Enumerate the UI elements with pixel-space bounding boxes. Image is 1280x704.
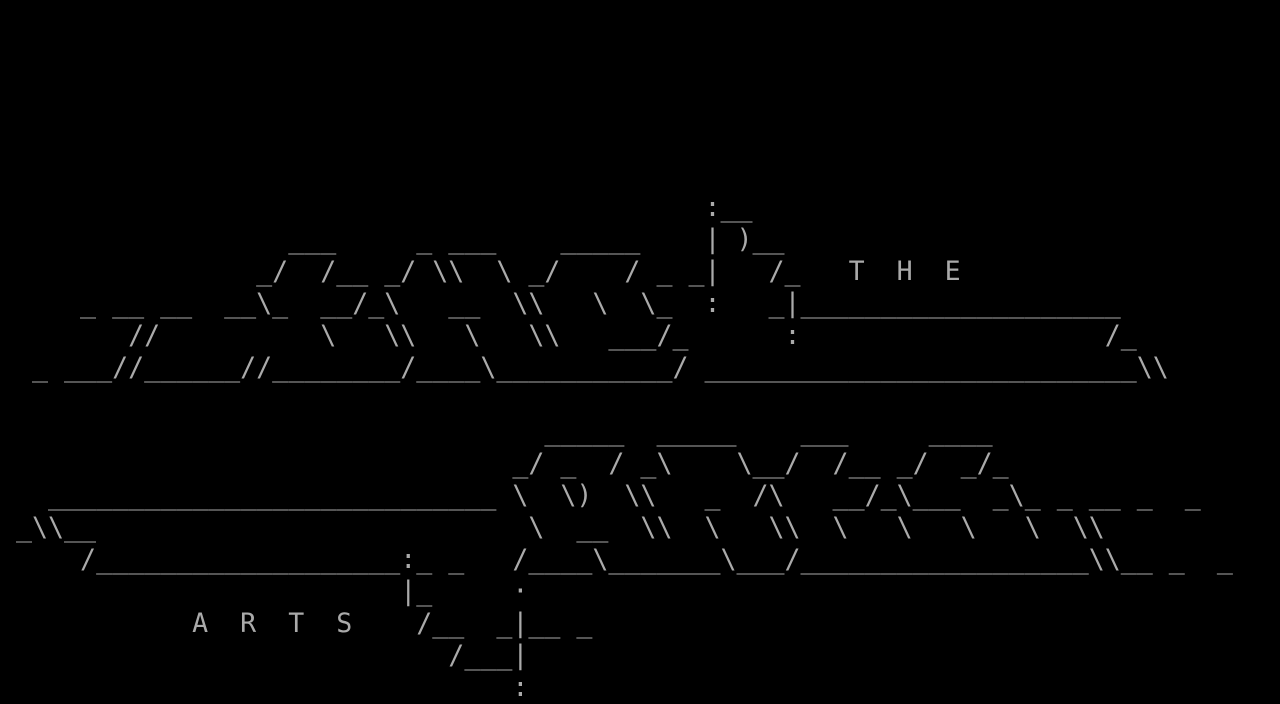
ascii-art-line: _/ /__ _/ \\ \ _/ / _ _| /_ T H E bbox=[0, 256, 961, 287]
ascii-art-line: _/ _ / _\ \__/ /__ _/ _/_ bbox=[0, 448, 1009, 479]
ascii-art-line: /___________________:_ _ /____\_______\_… bbox=[0, 544, 1233, 575]
ascii-art-line: :__ bbox=[0, 192, 753, 223]
ascii-art-line bbox=[0, 160, 1280, 192]
ascii-art-line: _____ _____ ___ ____ bbox=[0, 416, 993, 447]
ascii-art-line: _ __ __ __\_ __/_\ __ \\ \ \_ : _|______… bbox=[0, 288, 1121, 319]
ascii-art-line: _\\__ \ __ \\ \ \\ \ \ \ \ \\ bbox=[0, 512, 1105, 543]
ascii-art-line bbox=[0, 96, 1280, 128]
ascii-art-line bbox=[0, 128, 1280, 160]
ascii-art-line: A R T S /__ _|__ _ bbox=[0, 608, 593, 639]
ascii-art-line: |_ · bbox=[0, 576, 529, 607]
ascii-art-line: ____________________________ \ \) \\ _ /… bbox=[0, 480, 1201, 511]
ascii-art-line: _ ___//______//________/____\___________… bbox=[0, 352, 1169, 383]
ascii-art-line: : bbox=[0, 672, 529, 703]
ascii-art-line: /___| bbox=[0, 640, 529, 671]
ascii-art-line: // \ \\ \ \\ ___/_ : /_ bbox=[0, 320, 1137, 351]
ascii-art-line bbox=[0, 0, 1280, 32]
ascii-art-line bbox=[0, 384, 1280, 416]
ascii-art-line bbox=[0, 64, 1280, 96]
ascii-art-line: ___ _ ___ _____ | )__ bbox=[0, 224, 785, 255]
ascii-art-line bbox=[0, 32, 1280, 64]
